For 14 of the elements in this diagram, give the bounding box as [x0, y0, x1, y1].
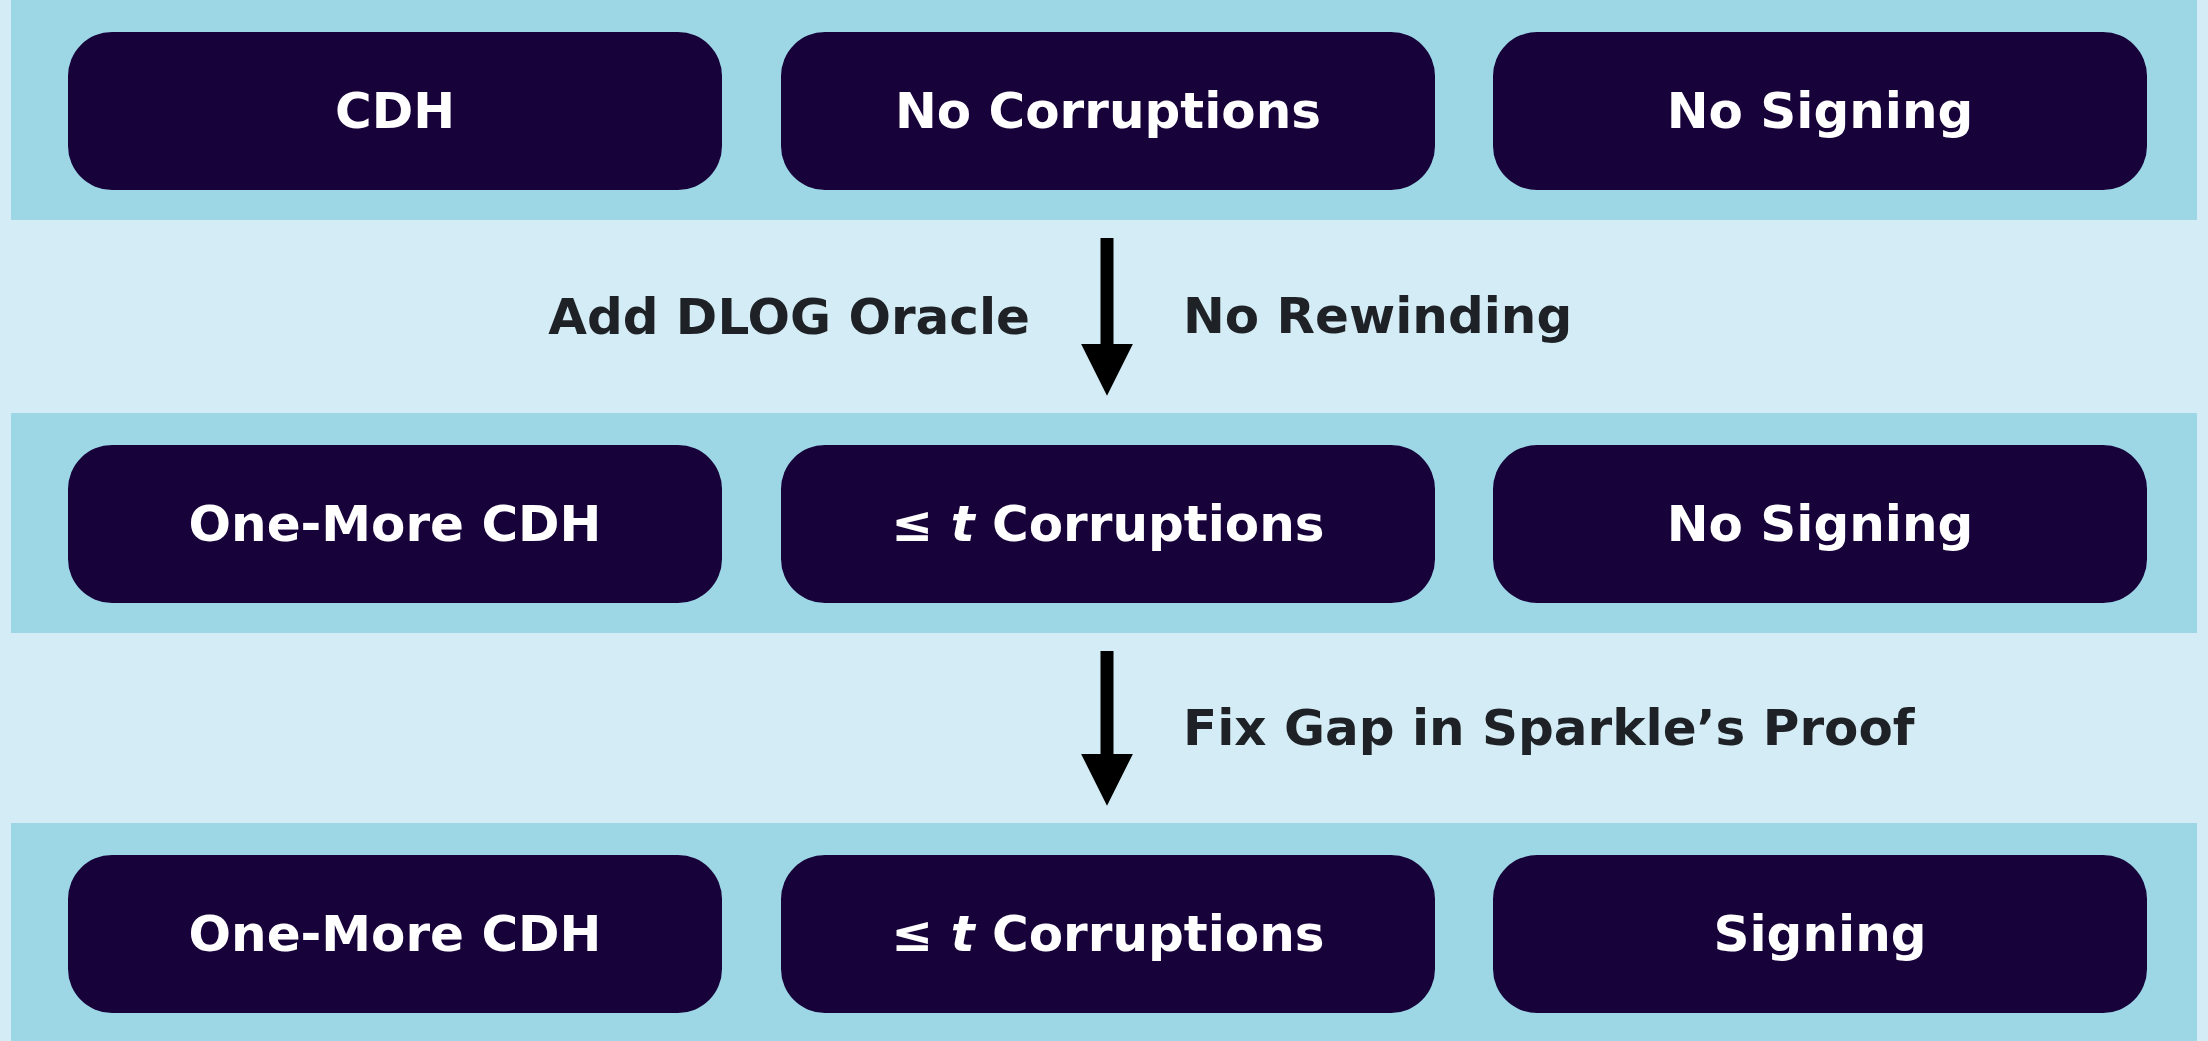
arrow: [1081, 651, 1133, 806]
condition-box: One-More CDH: [68, 445, 722, 603]
arrow: [1081, 238, 1133, 396]
condition-box: No Signing: [1493, 32, 2147, 190]
condition-box: ≤ t Corruptions: [781, 445, 1435, 603]
condition-box: One-More CDH: [68, 855, 722, 1013]
condition-box: No Signing: [1493, 445, 2147, 603]
condition-box: No Corruptions: [781, 32, 1435, 190]
band-background: [11, 413, 2197, 633]
condition-box: CDH: [68, 32, 722, 190]
condition-box: Signing: [1493, 855, 2147, 1013]
band-background: [11, 0, 2197, 220]
band-background: [11, 823, 2197, 1041]
condition-box: ≤ t Corruptions: [781, 855, 1435, 1013]
